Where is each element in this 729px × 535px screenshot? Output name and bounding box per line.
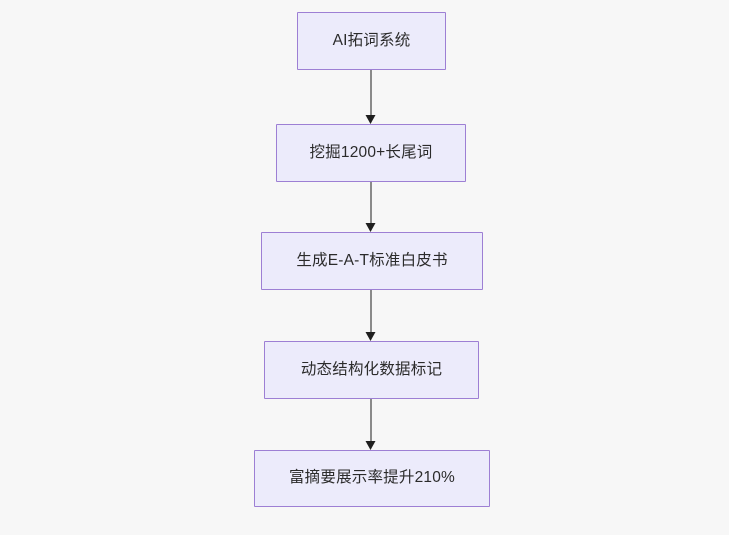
flow-node-label: 生成E-A-T标准白皮书 — [296, 251, 448, 269]
flow-node-dynamic-structured-data-markup[interactable]: 动态结构化数据标记 — [264, 341, 479, 399]
flow-node-rich-snippet-impression-lift[interactable]: 富摘要展示率提升210% — [254, 450, 490, 507]
flow-edge-line — [370, 182, 372, 223]
arrow-head-icon — [365, 441, 376, 450]
flow-node-label: 挖掘1200+长尾词 — [309, 143, 433, 161]
flow-edge-line — [370, 70, 372, 115]
arrow-head-icon — [365, 115, 376, 124]
arrow-head-icon — [365, 332, 376, 341]
flow-node-label: 富摘要展示率提升210% — [288, 469, 456, 487]
flow-node-label: AI拓词系统 — [332, 31, 411, 49]
flow-node-label: 动态结构化数据标记 — [300, 360, 443, 378]
flow-node-ai-keyword-system[interactable]: AI拓词系统 — [297, 12, 446, 70]
flow-edge-line — [370, 399, 372, 441]
flow-node-generate-eat-whitepaper[interactable]: 生成E-A-T标准白皮书 — [261, 232, 483, 290]
arrow-head-icon — [365, 223, 376, 232]
flow-node-mine-longtail-keywords[interactable]: 挖掘1200+长尾词 — [276, 124, 466, 182]
flow-edge-line — [370, 290, 372, 332]
